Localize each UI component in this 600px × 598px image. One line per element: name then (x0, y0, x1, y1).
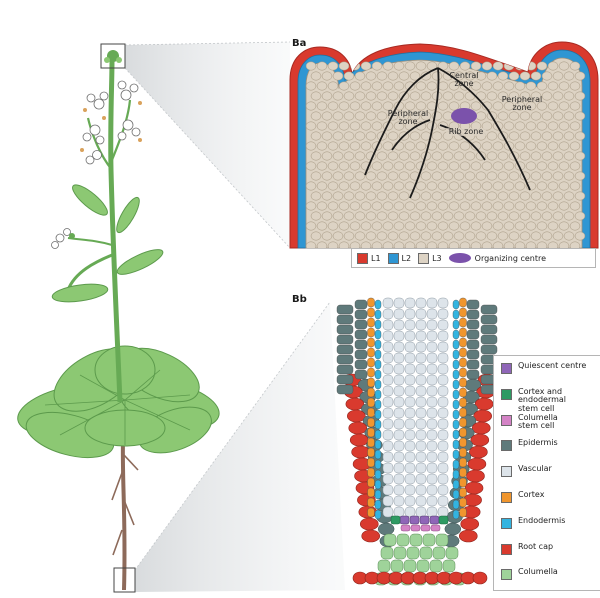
legend-item: Cortex and endodermal stem cell (501, 388, 600, 414)
legend-item: L3 (418, 253, 442, 264)
rib-zone-label: Rib zone (446, 128, 486, 136)
legend-swatch (501, 389, 512, 400)
legend-swatch (501, 518, 512, 529)
legend-label: Quiescent centre (518, 362, 586, 371)
legend-meristem: L1 L2 L3 Organizing centre (351, 248, 596, 268)
legend-item: Columella stem cell (501, 414, 600, 440)
legend-item: L2 (388, 253, 412, 264)
legend-swatch (501, 440, 512, 451)
legend-label: Root cap (518, 543, 553, 552)
peripheral-zone-left-label: Peripheral zone (383, 110, 433, 126)
legend-label: Columella stem cell (518, 414, 558, 431)
legend-item: Columella (501, 568, 600, 591)
legend-item: Vascular (501, 465, 600, 491)
peripheral-zone-right-label: Peripheral zone (497, 96, 547, 112)
legend-item: Cortex (501, 491, 600, 517)
legend-swatch (418, 253, 429, 264)
legend-label: L1 (371, 254, 381, 263)
legend-swatch (449, 253, 471, 263)
legend-label: Columella (518, 568, 558, 577)
side-flowers (52, 229, 71, 249)
legend-label: Endodermis (518, 517, 565, 526)
panel-label-ba: Ba (292, 38, 306, 49)
central-zone-label: Central zone (444, 72, 484, 88)
legend-label: Organizing centre (475, 254, 546, 263)
panel-label-bb: Bb (292, 294, 307, 305)
legend-swatch (501, 544, 512, 555)
legend-label: Cortex (518, 491, 544, 500)
projection-wedge-shoot (125, 42, 290, 248)
legend-swatch (501, 569, 512, 580)
legend-label: Cortex and endodermal stem cell (518, 388, 566, 414)
legend-label: L2 (402, 254, 412, 263)
legend-swatch (501, 466, 512, 477)
legend-item: Endodermis (501, 517, 600, 543)
legend-item: Root cap (501, 543, 600, 569)
legend-item: L1 (357, 253, 381, 264)
legend-label: Epidermis (518, 439, 558, 448)
legend-swatch (501, 492, 512, 503)
legend-item: Epidermis (501, 439, 600, 465)
organizing-centre (451, 108, 477, 124)
legend-label: Vascular (518, 465, 552, 474)
legend-item: Quiescent centre (501, 362, 600, 388)
legend-swatch (501, 415, 512, 426)
legend-swatch (388, 253, 399, 264)
legend-item: Organizing centre (449, 253, 546, 263)
root-tip-diagram (337, 298, 497, 585)
legend-swatch (501, 363, 512, 374)
legend-label: L3 (432, 254, 442, 263)
legend-swatch (357, 253, 368, 264)
